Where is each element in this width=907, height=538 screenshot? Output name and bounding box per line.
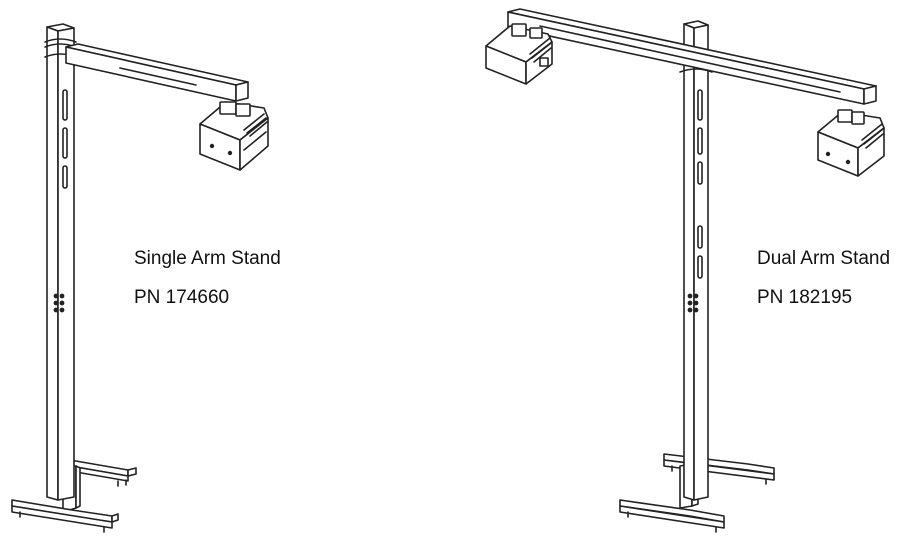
single-base-back-foot — [69, 459, 137, 487]
dual-post — [683, 20, 709, 501]
single-arm — [65, 43, 249, 102]
dual-arm — [507, 8, 877, 105]
dual-arm-stand-part-number: PN 182195 — [757, 287, 853, 308]
dual-arm-stand — [485, 8, 885, 533]
single-base-front-foot — [11, 499, 119, 533]
single-lamp-head — [199, 101, 269, 171]
single-arm-stand-title: Single Arm Stand — [134, 248, 281, 269]
dual-left-lamp-head — [485, 23, 553, 85]
single-post — [46, 23, 75, 501]
single-arm-stand-part-number: PN 174660 — [134, 287, 230, 308]
dual-right-lamp-head — [817, 109, 885, 177]
dual-arm-stand-title: Dual Arm Stand — [757, 248, 891, 269]
single-arm-stand — [11, 23, 269, 533]
dual-base-front-foot — [619, 499, 725, 533]
